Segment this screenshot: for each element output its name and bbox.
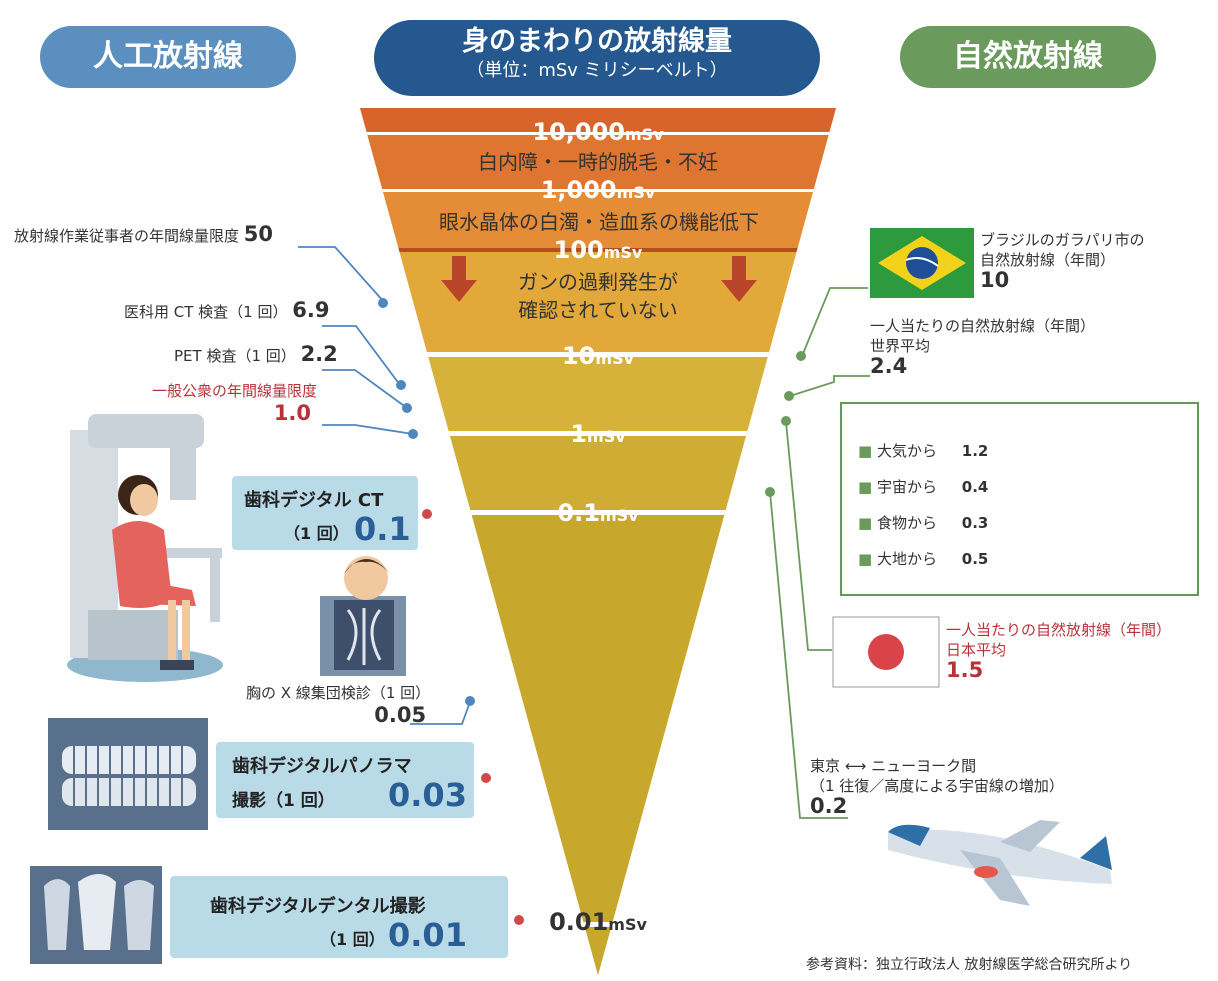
band-lens-text: 眼水晶体の白濁・造血系の機能低下 — [439, 210, 759, 234]
marker-dot — [784, 391, 794, 401]
chest-xray-item: 胸の X 線集団検診（1 回） 0.05 — [246, 682, 430, 727]
band-cancer-line2: 確認されていない — [518, 298, 678, 322]
breakdown-row: ■ 宇宙から 0.4 — [858, 478, 989, 496]
dental-ct-sub: （1 回） — [284, 524, 349, 543]
panorama-value: 0.03 — [388, 776, 467, 814]
natural-radiation-header: 自然放射線 — [900, 26, 1156, 88]
dental-ct-illustration — [67, 414, 223, 682]
down-arrow-left — [441, 256, 477, 302]
japan-avg-value: 1.5 — [946, 658, 984, 682]
level-0-01: 0.01mSv — [549, 908, 647, 936]
public-limit-value: 1.0 — [273, 401, 312, 425]
dental-sub: （1 回） — [320, 930, 385, 949]
chest-xray-value: 0.05 — [374, 703, 427, 727]
level-1: 1mSv — [570, 420, 626, 448]
breakdown-row: ■ 大気から 1.2 — [858, 442, 989, 460]
level-10000: 10,000mSv — [532, 118, 664, 146]
flight-value: 0.2 — [810, 794, 848, 818]
band-cataract-text: 白内障・一時的脱毛・不妊 — [478, 150, 718, 174]
brazil-value: 10 — [980, 268, 1010, 292]
flight-item: 東京 ⟷ ニューヨーク間 （1 往復／高度による宇宙線の増加） 0.2 — [810, 756, 1064, 818]
public-limit-item: 一般公衆の年間線量限度 1.0 — [152, 380, 317, 425]
brazil-line1: ブラジルのガラパリ市の — [980, 231, 1145, 249]
dental-ct-value: 0.1 — [354, 510, 411, 548]
marker-dot — [481, 773, 491, 783]
marker-dot — [781, 416, 791, 426]
panoramic-xray-image — [48, 718, 208, 830]
public-limit-label: 一般公衆の年間線量限度 — [152, 382, 318, 400]
dose-unit-subtitle: （単位：mSv ミリシーベルト） — [466, 60, 728, 81]
marker-dot — [396, 380, 406, 390]
marker-dot — [796, 351, 806, 361]
japan-avg-line2: 日本平均 — [946, 641, 1007, 659]
brazil-line2: 自然放射線（年間） — [980, 251, 1116, 269]
panorama-box: 歯科デジタルパノラマ 撮影（1 回） 0.03 — [216, 742, 474, 818]
level-100: 100mSv — [553, 236, 643, 264]
airplane-illustration — [888, 820, 1112, 906]
japan-avg-line1: 一人当たりの自然放射線（年間） — [946, 621, 1172, 639]
medical-ct-value: 6.9 — [292, 298, 330, 322]
band-cancer-line1: ガンの過剰発生が — [518, 270, 678, 294]
panorama-sub: 撮影（1 回） — [232, 791, 335, 811]
worker-limit-value: 50 — [243, 222, 274, 246]
pet-label: PET 検査（1 回） — [174, 347, 296, 365]
dental-ct-box: 歯科デジタル CT （1 回） 0.1 — [232, 476, 418, 550]
marker-dot — [408, 429, 418, 439]
dental-box: 歯科デジタルデンタル撮影 （1 回） 0.01 — [170, 876, 508, 958]
natural-breakdown-panel: ■ 大気から 1.2 ■ 宇宙から 0.4 ■ 食物から 0.3 ■ 大地から … — [840, 402, 1199, 596]
artificial-radiation-header: 人工放射線 — [40, 26, 296, 88]
dental-ct-title: 歯科デジタル CT — [244, 490, 384, 511]
dose-title: 身のまわりの放射線量 — [462, 26, 732, 57]
breakdown-row: ■ 食物から 0.3 — [858, 514, 989, 532]
band-cancer-text: ガンの過剰発生が 確認されていない — [448, 268, 748, 324]
level-0-1: 0.1mSv — [557, 499, 639, 527]
worker-limit-label: 放射線作業従事者の年間線量限度 — [14, 227, 240, 245]
level-10: 10mSv — [561, 342, 635, 370]
brazil-flag — [870, 228, 974, 298]
flight-route: 東京 ⟷ ニューヨーク間 — [810, 757, 977, 775]
medical-ct-label: 医科用 CT 検査（1 回） — [124, 303, 288, 321]
chest-xray-label: 胸の X 線集団検診（1 回） — [246, 684, 431, 702]
brazil-item: ブラジルのガラパリ市の 自然放射線（年間） 10 — [980, 230, 1145, 292]
world-avg-item: 一人当たりの自然放射線（年間） 世界平均 2.4 — [870, 316, 1096, 378]
dental-value: 0.01 — [388, 916, 467, 954]
source-note: 参考資料：独立行政法人 放射線医学総合研究所より — [806, 957, 1133, 973]
down-arrow-right — [721, 256, 757, 302]
marker-dot — [402, 403, 412, 413]
world-avg-line1: 一人当たりの自然放射線（年間） — [870, 317, 1096, 335]
chest-xray-illustration — [320, 556, 406, 676]
marker-dot — [422, 509, 432, 519]
pet-item: PET 検査（1 回） 2.2 — [174, 342, 338, 366]
marker-dot — [514, 915, 524, 925]
marker-dot — [765, 487, 775, 497]
dose-title-header: 身のまわりの放射線量 （単位：mSv ミリシーベルト） — [374, 20, 820, 96]
marker-dot — [465, 696, 475, 706]
panorama-title: 歯科デジタルパノラマ — [232, 756, 412, 777]
worker-limit-item: 放射線作業従事者の年間線量限度 50 — [14, 222, 273, 246]
double-arrow-icon: ⟷ — [844, 757, 872, 775]
level-1000: 1,000mSv — [540, 176, 656, 204]
dental-xray-image — [30, 866, 162, 964]
medical-ct-item: 医科用 CT 検査（1 回） 6.9 — [124, 298, 329, 322]
japan-avg-item: 一人当たりの自然放射線（年間） 日本平均 1.5 — [946, 620, 1172, 682]
flight-note: （1 往復／高度による宇宙線の増加） — [810, 777, 1064, 795]
marker-dot — [378, 298, 388, 308]
breakdown-row: ■ 大地から 0.5 — [858, 550, 989, 568]
world-avg-line2: 世界平均 — [870, 337, 931, 355]
dental-title: 歯科デジタルデンタル撮影 — [210, 896, 426, 917]
world-avg-value: 2.4 — [870, 354, 908, 378]
pet-value: 2.2 — [300, 342, 338, 366]
japan-flag — [832, 616, 940, 688]
